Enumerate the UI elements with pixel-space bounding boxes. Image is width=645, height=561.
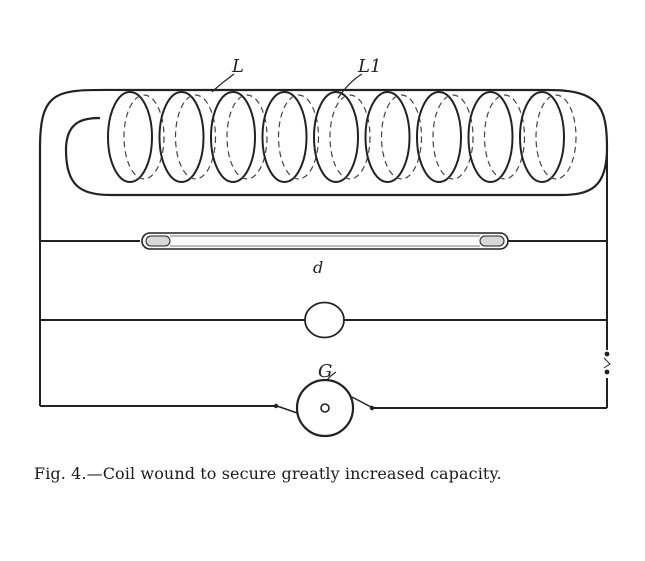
coil-turn: [416, 91, 462, 183]
coil-label-1: L: [231, 56, 244, 77]
generator-brush-right: [351, 396, 372, 408]
tube-label: d: [313, 258, 323, 277]
generator-brush-left: [276, 405, 301, 415]
coil-turn-back: [174, 94, 217, 180]
coil-turn: [210, 91, 256, 183]
coil-turn-back: [483, 94, 526, 180]
coil-turn: [467, 91, 514, 183]
figure-caption: Fig. 4.—Coil wound to secure greatly inc…: [34, 464, 502, 483]
coil-label-2-pointer: [337, 73, 363, 99]
generator-contact-left: [273, 403, 279, 409]
coil-label-1-pointer: [211, 73, 235, 93]
vacuum-tube: [141, 232, 509, 250]
generator-label: G: [318, 361, 332, 382]
coil-turn: [519, 91, 565, 183]
coil-turns: [107, 91, 577, 183]
spark-gap: [603, 351, 611, 375]
coil-turn-back: [277, 94, 320, 180]
coil-label-2: L1: [357, 56, 381, 77]
coil-turn-back: [535, 94, 577, 180]
generator-hub: [320, 403, 330, 413]
generator-label-pointer: [326, 371, 337, 381]
coil-turn: [107, 91, 153, 183]
coil-turn: [261, 91, 308, 183]
coil-turn: [313, 91, 359, 183]
coil-turn-back: [432, 94, 474, 180]
coil-turn-back: [123, 94, 165, 180]
coil-turn-back: [226, 94, 268, 180]
coil-turn: [364, 91, 411, 183]
generator-body: [295, 378, 355, 438]
lamp-bulb: [304, 301, 345, 339]
coil-outer-loop: [38, 88, 609, 241]
coil-turn: [158, 91, 205, 183]
coil-turn-back: [329, 94, 371, 180]
coil-turn-back: [380, 94, 423, 180]
